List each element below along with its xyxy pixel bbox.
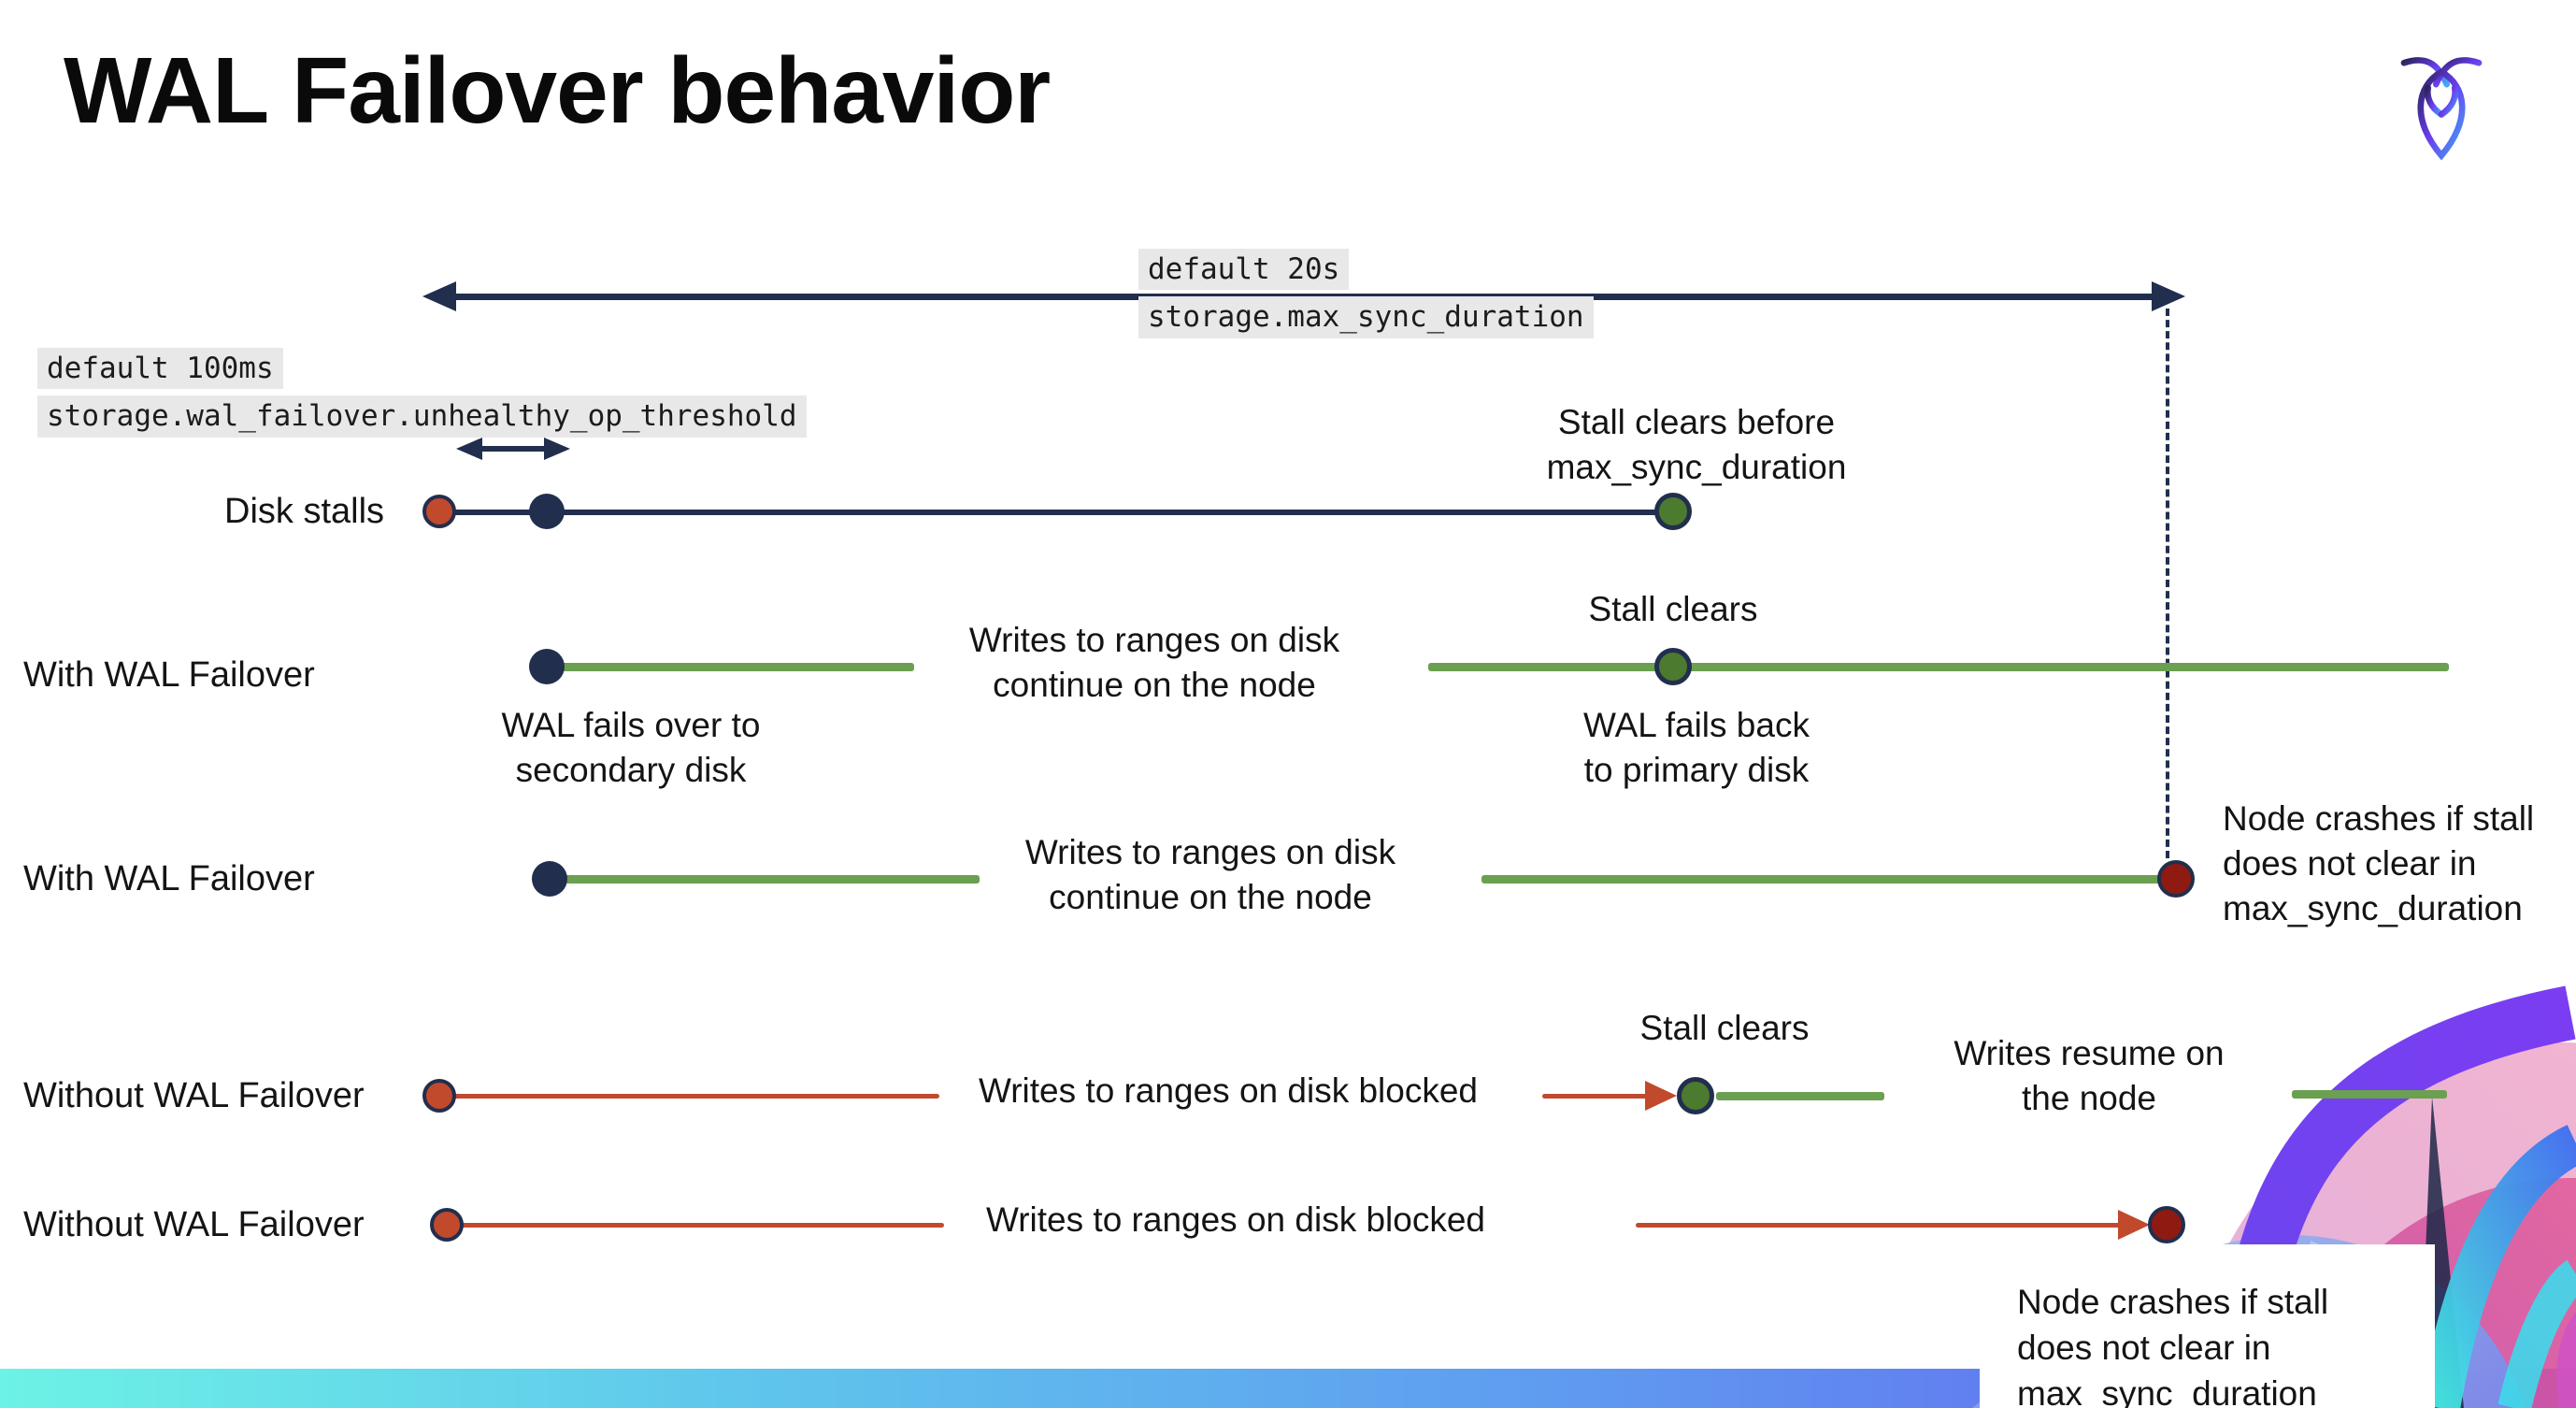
stall-clears-dot-3 — [1677, 1077, 1714, 1114]
writes-continue-line-2b — [1481, 875, 2173, 884]
wal-fails-over-note: WAL fails over to secondary disk — [501, 706, 761, 790]
row-label-without-wal-failover-2: Without WAL Failover — [23, 1205, 365, 1244]
row-label-with-wal-failover-2: With WAL Failover — [23, 859, 315, 898]
writes-resume-note: Writes resume on the node — [1953, 1034, 2225, 1118]
row-label-without-wal-failover-1: Without WAL Failover — [23, 1076, 365, 1115]
node-crash-dot-1 — [2157, 860, 2195, 898]
node-crash-note-2: Node crashes if stall does not clear in … — [2017, 1283, 2329, 1408]
max-sync-setting-name: storage.max_sync_duration — [1138, 296, 1594, 338]
stall-clears-label-2: Stall clears — [1588, 590, 1758, 628]
row-label-with-wal-failover-1: With WAL Failover — [23, 655, 315, 695]
wal-failover-dot — [529, 649, 565, 684]
blocked-arrow-line-1 — [1542, 1094, 1647, 1099]
row-label-disk-stalls: Disk stalls — [224, 492, 385, 531]
unhealthy-op-threshold-callout: default 100ms storage.wal_failover.unhea… — [37, 348, 807, 438]
writes-blocked-note-2: Writes to ranges on disk blocked — [985, 1200, 1486, 1239]
node-crash-dot-2 — [2148, 1206, 2185, 1243]
wal-failover-dot-2 — [532, 861, 567, 897]
writes-continue-line-2a — [565, 875, 980, 884]
node-crash-callout-box: Node crashes if stall does not clear in … — [1980, 1244, 2435, 1408]
stall-start-dot-3 — [430, 1208, 464, 1242]
stall-start-dot-2 — [422, 1079, 456, 1113]
arrowhead-right-icon — [2152, 281, 2185, 311]
blocked-arrow-line-2 — [1636, 1223, 2124, 1228]
stall-clears-dot — [1654, 493, 1692, 530]
threshold-arrow-line — [479, 446, 548, 452]
threshold-arrowhead-left-icon — [456, 438, 482, 460]
blocked-arrowhead-2-icon — [2118, 1210, 2150, 1240]
writes-blocked-note-1: Writes to ranges on disk blocked — [978, 1071, 1479, 1110]
writes-blocked-line-1 — [439, 1094, 939, 1099]
wal-fails-back-note: WAL fails back to primary disk — [1583, 706, 1810, 790]
writes-continue-note-2: Writes to ranges on disk continue on the… — [1024, 833, 1396, 917]
writes-continue-line-1a — [561, 663, 914, 671]
threshold-arrowhead-right-icon — [544, 438, 570, 460]
node-crash-note-1: Node crashes if stall does not clear in … — [2223, 799, 2535, 928]
max-sync-duration-callout: default 20s storage.max_sync_duration — [1138, 249, 1594, 338]
failover-threshold-dot — [529, 494, 565, 529]
disk-stall-start-dot — [422, 495, 456, 528]
writes-blocked-line-2 — [447, 1223, 944, 1228]
writes-resume-line-b — [2292, 1090, 2447, 1099]
stall-clears-before-note: Stall clears before max_sync_duration — [1546, 403, 1847, 487]
page-title: WAL Failover behavior — [64, 38, 1051, 143]
stall-clears-label-3: Stall clears — [1639, 1009, 1810, 1047]
stall-clears-dot-2 — [1654, 648, 1692, 685]
writes-continue-note-1: Writes to ranges on disk continue on the… — [968, 621, 1340, 705]
unhealthy-op-setting-name: storage.wal_failover.unhealthy_op_thresh… — [37, 395, 807, 438]
max-sync-default-label: default 20s — [1138, 249, 1350, 291]
unhealthy-op-default-label: default 100ms — [37, 348, 283, 390]
arrowhead-left-icon — [422, 281, 456, 311]
max-sync-deadline-dashed-line — [2166, 309, 2169, 858]
cockroachdb-logo-icon — [2400, 57, 2483, 161]
writes-resume-line-a — [1716, 1092, 1884, 1100]
disk-stall-timeline — [439, 510, 1673, 515]
blocked-arrowhead-1-icon — [1645, 1081, 1677, 1111]
writes-continue-line-1b — [1428, 663, 2449, 671]
